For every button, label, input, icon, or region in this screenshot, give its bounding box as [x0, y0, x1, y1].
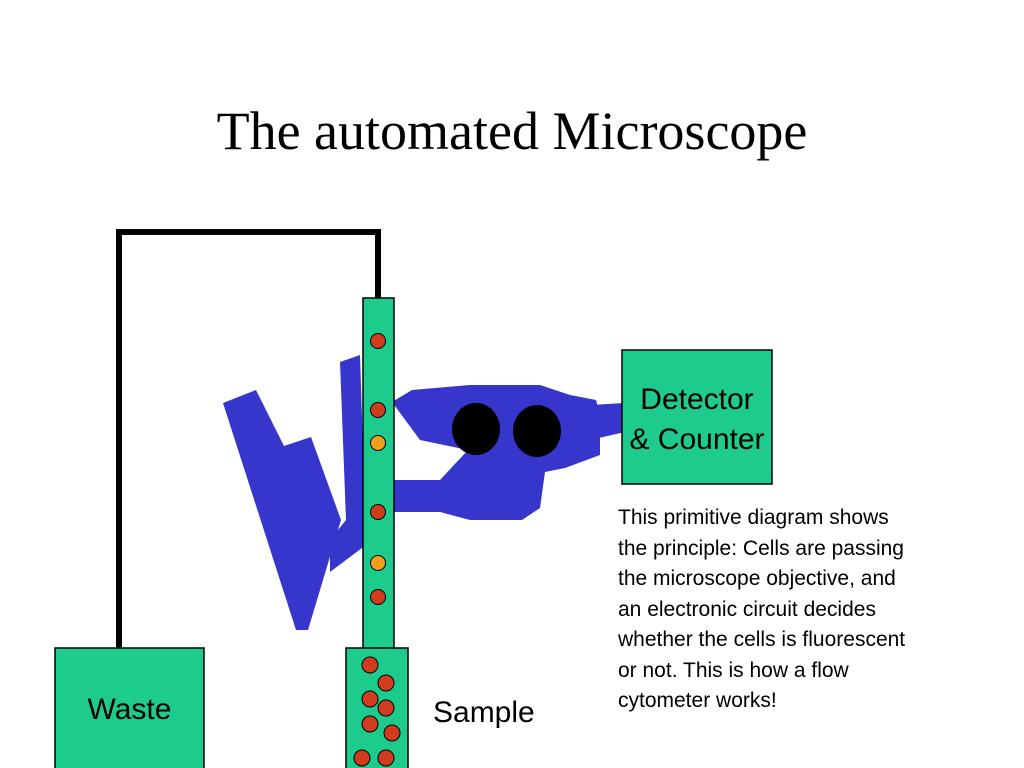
microscope-arm	[330, 355, 366, 572]
channel-cell-orange	[370, 435, 386, 451]
microscope-eyepiece	[590, 403, 625, 440]
caption-text: This primitive diagram shows the princip…	[618, 506, 906, 712]
sample-cell	[377, 749, 395, 767]
sample-cells	[353, 656, 401, 767]
sample-cell	[353, 749, 371, 767]
sample-cell	[377, 699, 395, 717]
detector-label-line2: & Counter	[629, 423, 765, 456]
channel-cell-red	[370, 333, 386, 349]
microscope-body	[392, 385, 600, 520]
sample-cell	[361, 715, 379, 733]
lens-icon	[452, 403, 500, 455]
page-title: The automated Microscope	[216, 101, 808, 161]
sample-cell	[383, 724, 401, 742]
sample-cell	[361, 656, 379, 674]
sample-cell	[361, 690, 379, 708]
waste-label: Waste	[87, 693, 172, 726]
channel-cell-red	[370, 589, 386, 605]
channel-cell-red	[370, 504, 386, 520]
sample-cell	[377, 674, 395, 692]
detector-label: Detector & Counter	[622, 380, 772, 460]
microscope-stand	[223, 390, 341, 630]
channel-cell-orange	[370, 555, 386, 571]
tubing-line	[116, 229, 381, 650]
channel-cell-red	[370, 402, 386, 418]
waste-box	[54, 647, 205, 768]
lens-icon	[513, 405, 561, 457]
detector-box	[621, 349, 773, 485]
detector-label-line1: Detector	[640, 383, 754, 416]
channel-cells	[370, 333, 386, 605]
sample-label: Sample	[433, 696, 535, 729]
